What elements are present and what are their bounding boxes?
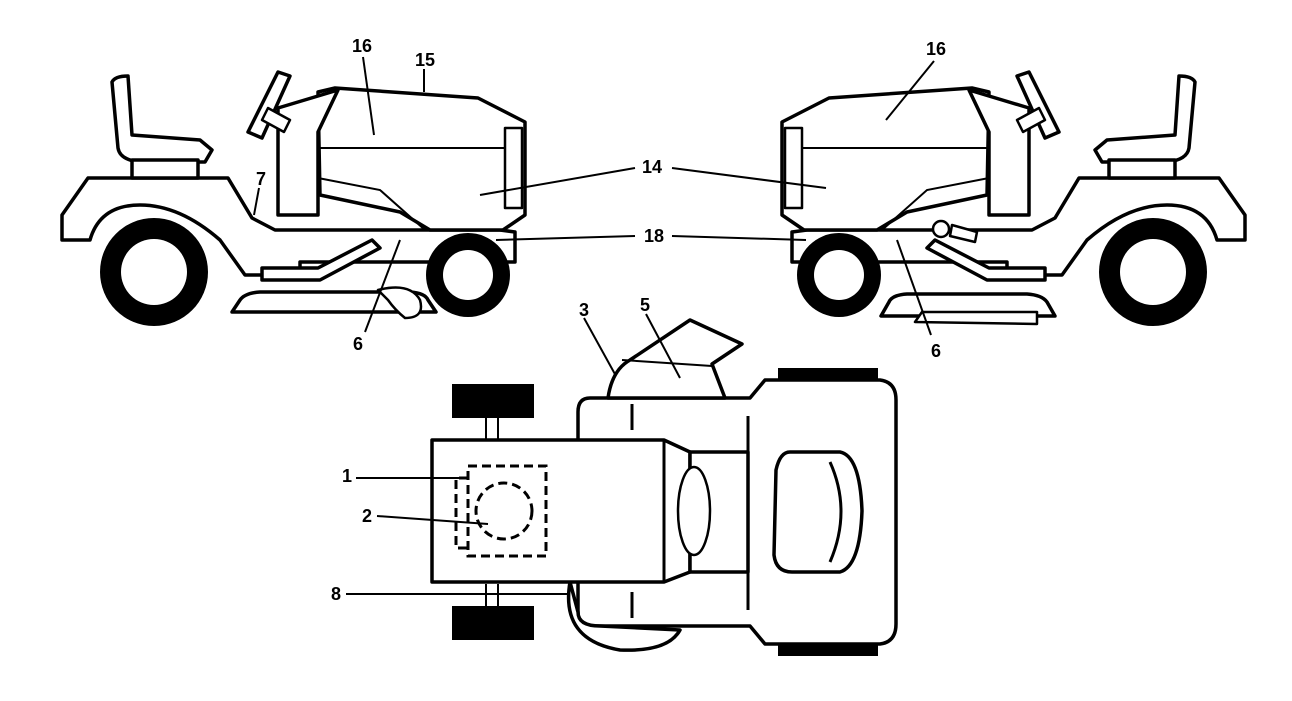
leader-18a	[495, 235, 636, 241]
chute-edge	[621, 359, 713, 367]
seat-curve	[828, 461, 843, 563]
leader-lines	[253, 56, 935, 595]
axle-stubs	[485, 418, 499, 606]
rear-tire-bottom	[452, 606, 534, 640]
footboard-right	[925, 238, 1047, 282]
rear-tire-top	[452, 384, 534, 418]
label-2: 2	[362, 506, 372, 526]
front-hub-right	[814, 250, 864, 300]
seat-base-left	[130, 158, 200, 180]
footboard-left	[260, 238, 382, 282]
hood-right	[780, 86, 991, 232]
seat-base-right	[1107, 158, 1177, 180]
leader-18b	[671, 235, 807, 241]
label-8: 8	[331, 584, 341, 604]
deck-chute-left	[376, 286, 423, 320]
steering-column-right	[1015, 106, 1047, 134]
steering-wheel-left	[246, 70, 292, 140]
seat-back-left	[110, 74, 214, 164]
chassis-right	[790, 176, 1247, 277]
label-6-right: 6	[931, 341, 941, 361]
steering-column-left	[260, 106, 292, 134]
label-5: 5	[640, 295, 650, 315]
leader-14a	[479, 167, 636, 196]
chassis-left	[60, 176, 517, 277]
engine-hood-top	[430, 438, 692, 584]
rear-hub-right	[1120, 239, 1186, 305]
front-hub-left	[443, 250, 493, 300]
leader-3	[583, 317, 617, 377]
grille-ellipse	[676, 465, 712, 557]
label-15: 15	[415, 50, 435, 70]
decal-2-outline	[474, 481, 534, 541]
dash-right	[967, 88, 1031, 217]
label-16-left: 16	[352, 36, 372, 56]
top-view	[430, 318, 898, 656]
rear-hub-left	[121, 239, 187, 305]
label-3: 3	[579, 300, 589, 320]
dash-left	[276, 88, 340, 217]
grille-left	[503, 126, 524, 210]
label-14: 14	[642, 157, 662, 177]
label-1: 1	[342, 466, 352, 486]
grille-right	[783, 126, 804, 210]
leader-2	[376, 515, 489, 525]
hood-side-left	[317, 177, 426, 231]
hood-left	[316, 86, 527, 232]
steering-wheel-right	[1015, 70, 1061, 140]
leader-14b	[671, 167, 827, 189]
label-16-right: 16	[926, 39, 946, 59]
mower-deck-right	[879, 292, 1057, 318]
leader-16b	[885, 60, 935, 121]
lift-lever-right	[948, 223, 979, 244]
left-side-view	[60, 70, 527, 326]
label-6-left: 6	[353, 334, 363, 354]
label-18: 18	[644, 226, 664, 246]
leader-6b	[896, 239, 932, 336]
lift-knob-right	[931, 219, 951, 239]
deck-chute-right	[913, 310, 1039, 326]
discharge-chute-top	[606, 318, 744, 400]
callout-labels: 16 15 7 14 18 6 16 6 3 5 1 2 8	[256, 36, 946, 604]
right-side-view	[780, 70, 1247, 326]
leader-6a	[364, 239, 401, 333]
seat-top	[772, 450, 864, 574]
leader-16a	[362, 56, 375, 136]
hood-side-right	[881, 177, 990, 231]
leader-7	[253, 187, 260, 216]
belt-guard-top	[566, 580, 682, 652]
seat-back-right	[1093, 74, 1197, 164]
leader-5	[645, 313, 681, 379]
label-7: 7	[256, 169, 266, 189]
